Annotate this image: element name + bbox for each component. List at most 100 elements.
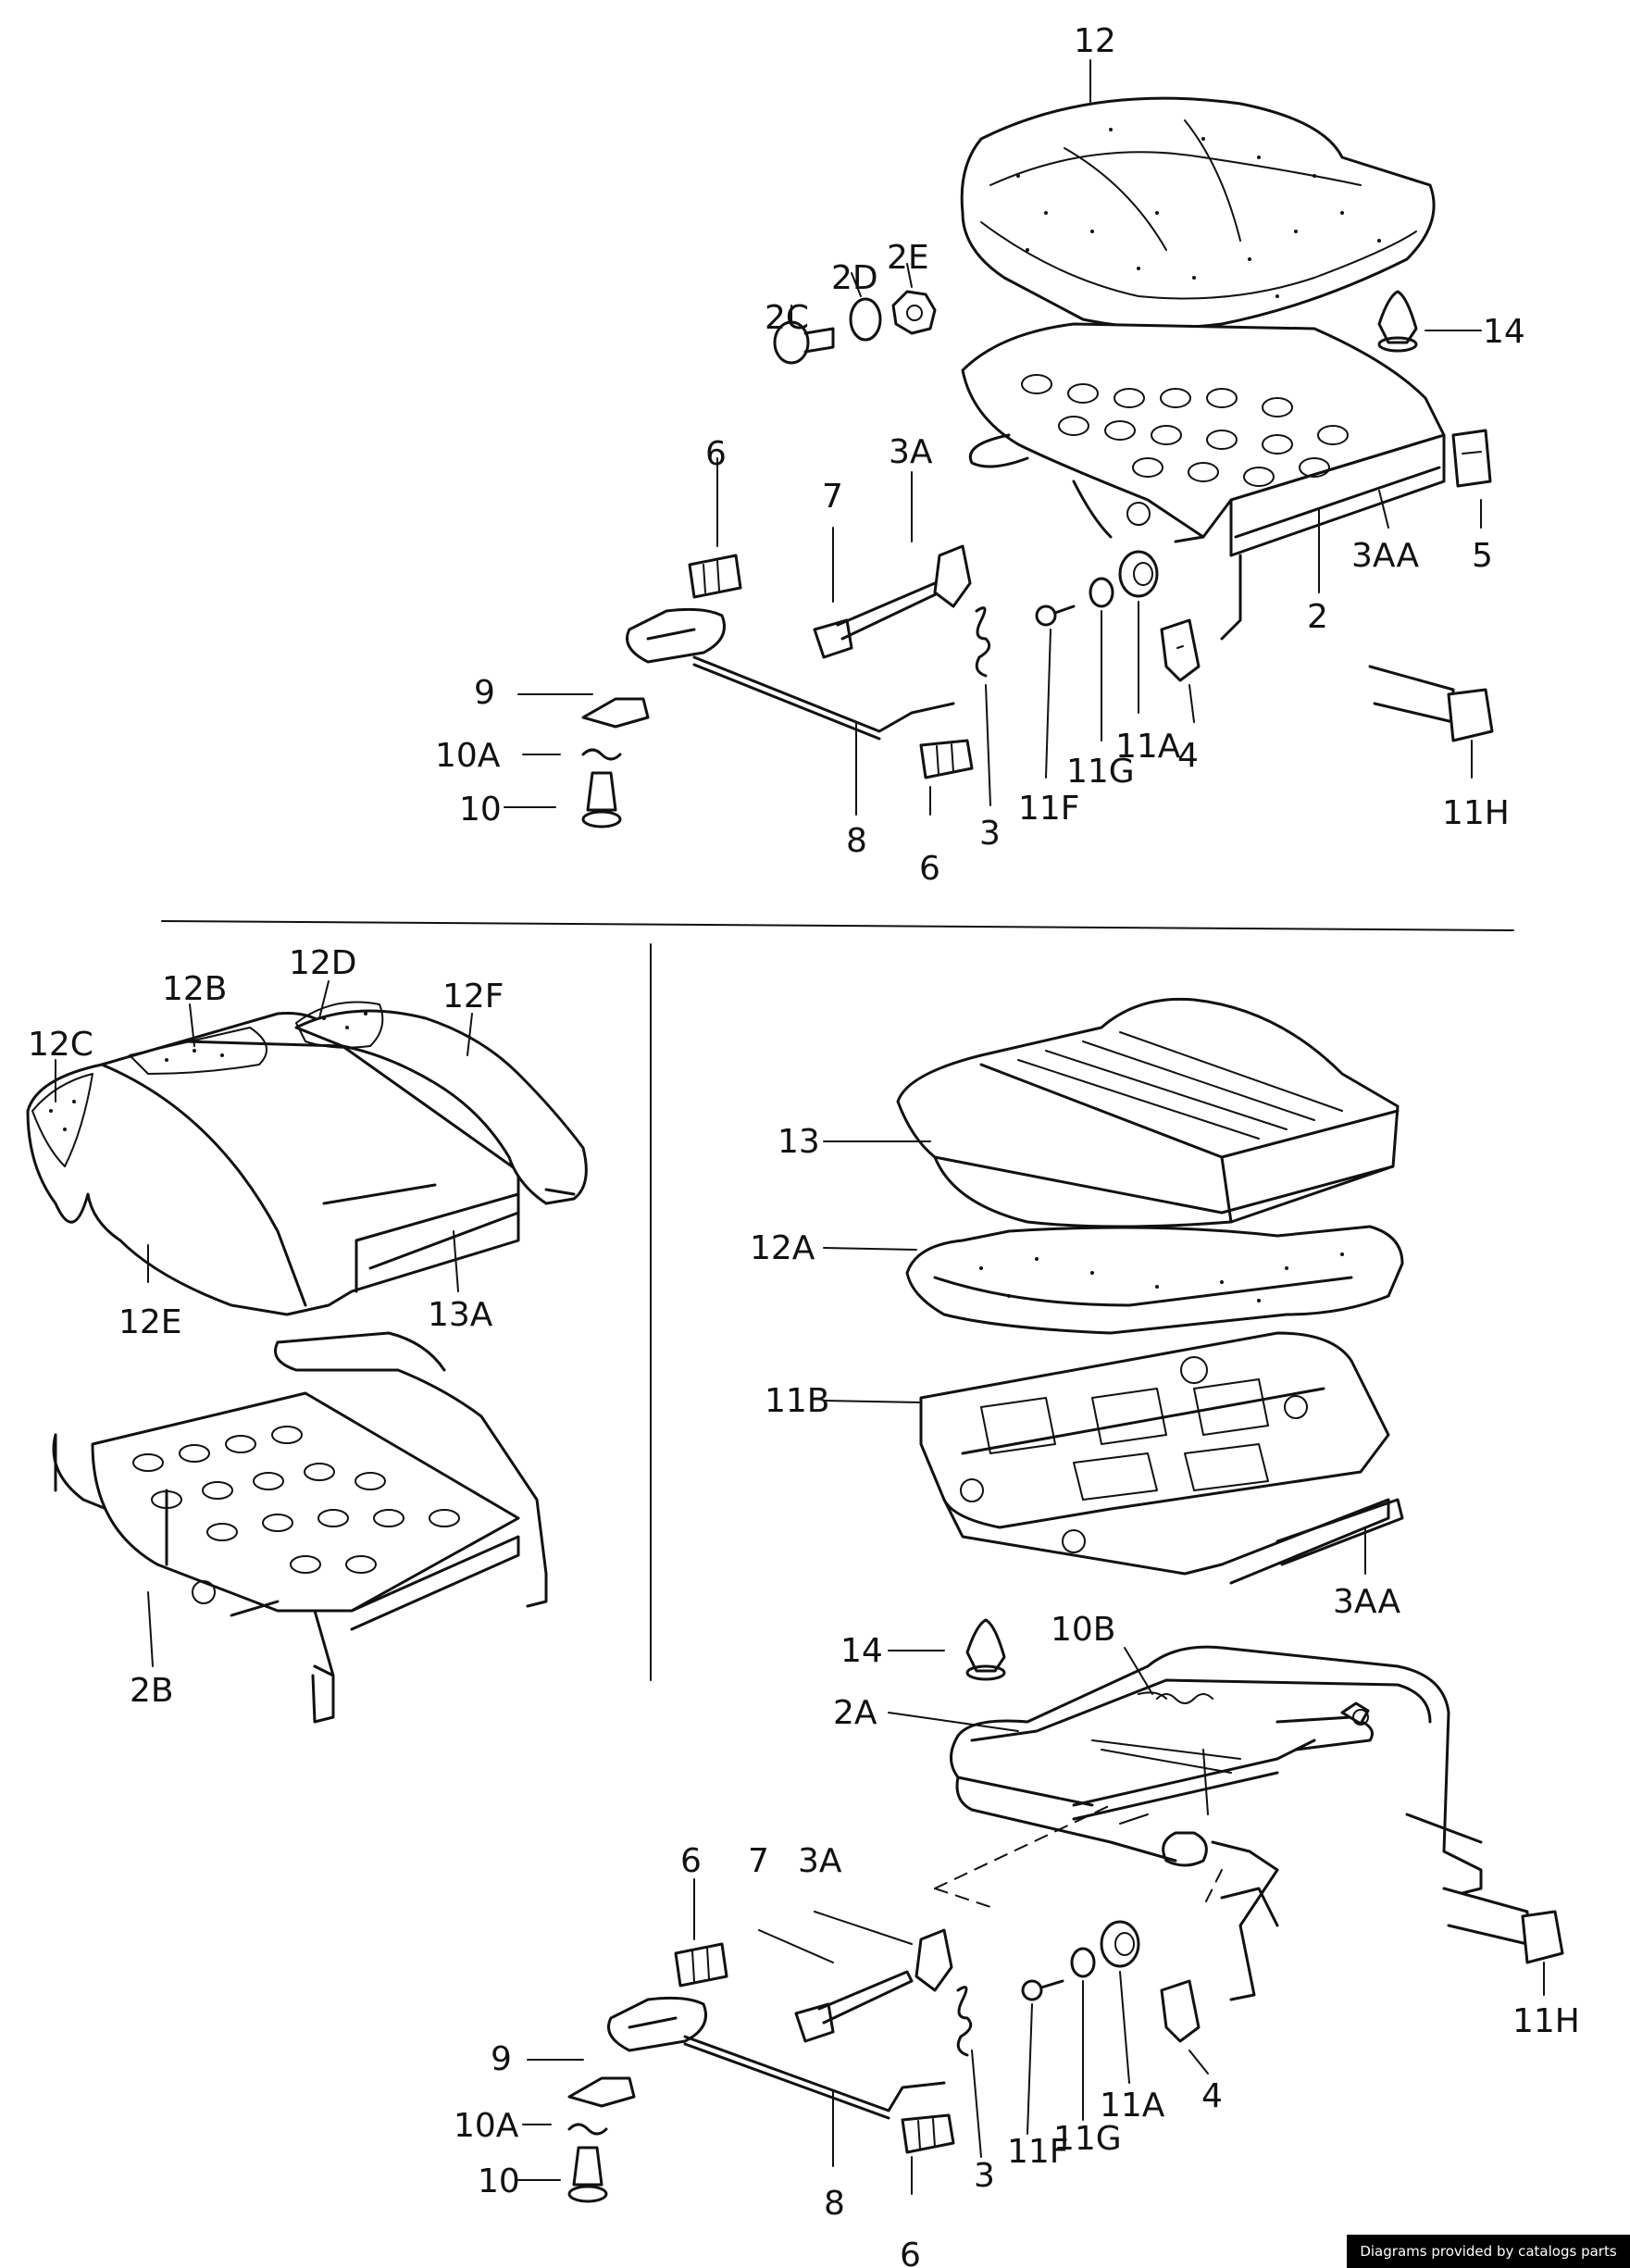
- callout-top-3AA: 3AA: [1351, 537, 1420, 575]
- seat-pan-frame-2: [961, 322, 1446, 641]
- callout-top-2D: 2D: [831, 259, 878, 297]
- callout-bot-6b: 6: [900, 2237, 921, 2268]
- guide-5: [1451, 429, 1492, 488]
- clip-14-lower: [965, 1618, 1006, 1681]
- callout-bot-14: 14: [840, 1632, 883, 1670]
- screw-11F-lower: [1021, 1979, 1064, 2001]
- callout-bot-7: 7: [748, 1842, 769, 1880]
- top-callout-leaders: [504, 59, 1482, 816]
- cushion-12A: [905, 1225, 1404, 1335]
- bushing-6-lower: [919, 739, 974, 779]
- callout-bot-11G: 11G: [1053, 2120, 1122, 2158]
- nut-2E: [891, 290, 937, 335]
- seat-frame-11B: [919, 1331, 1404, 1585]
- bracket-9-lower: [567, 2076, 636, 2108]
- seat-frame-2B: [52, 1331, 548, 1724]
- callout-left-12D: 12D: [289, 944, 357, 982]
- seat-cushion-12: [960, 96, 1436, 330]
- bushing-11A-lower: [1100, 1920, 1140, 1968]
- callout-bot-9: 9: [491, 2040, 512, 2078]
- bolt-7-lower: [794, 1970, 914, 2043]
- callout-left-2B: 2B: [130, 1672, 174, 1710]
- diagram-source-watermark: Diagrams provided by catalogs parts: [1347, 2235, 1630, 2268]
- callout-top-11H: 11H: [1442, 794, 1510, 832]
- cover-textured-patches: [31, 1001, 384, 1167]
- clip-14: [1377, 290, 1418, 353]
- callout-bot-6a: 6: [680, 1842, 702, 1880]
- right-seat-variant: [823, 997, 1404, 1585]
- seat-cover-12E-13A: [26, 1009, 588, 1316]
- release-lever-handle-lower: [607, 1996, 707, 2052]
- callout-top-9: 9: [474, 674, 495, 712]
- callout-top-11F: 11F: [1018, 790, 1080, 828]
- washer-10A: [581, 748, 622, 761]
- washer-11G: [1089, 577, 1114, 608]
- screw-11F: [1035, 604, 1076, 627]
- callout-top-11A: 11A: [1115, 728, 1181, 766]
- seat-cover-13: [896, 997, 1400, 1228]
- callout-left-12F: 12F: [442, 978, 504, 1016]
- callout-top-14: 14: [1483, 313, 1525, 351]
- callout-bot-4: 4: [1201, 2077, 1223, 2115]
- callout-top-3: 3: [979, 815, 1001, 853]
- washer-10A-lower: [567, 2123, 608, 2136]
- rod-8: [692, 655, 955, 741]
- callout-top-10A: 10A: [435, 737, 501, 775]
- callout-top-4: 4: [1177, 737, 1199, 775]
- callout-bot-2A: 2A: [833, 1694, 877, 1732]
- callout-bot-11H: 11H: [1512, 2002, 1580, 2040]
- callout-bot-3: 3: [974, 2157, 995, 2195]
- callout-bot-11F: 11F: [1007, 2133, 1069, 2171]
- washer-11G-lower: [1070, 1947, 1096, 1978]
- left-seat-variant: [26, 980, 588, 1724]
- callout-bot-10A: 10A: [454, 2107, 519, 2145]
- callout-top-12: 12: [1074, 22, 1116, 60]
- bracket-3A: [933, 544, 972, 608]
- rod-8-lower: [683, 2035, 946, 2120]
- callout-right-11B: 11B: [765, 1382, 830, 1420]
- spring-3-lower: [956, 1986, 973, 2057]
- callout-right-3AA: 3AA: [1333, 1583, 1401, 1621]
- dashed-alignment-lines: [934, 1804, 1223, 1908]
- rail-cover-11H: [1368, 665, 1494, 742]
- screw-10-lower: [567, 2146, 608, 2203]
- callout-top-5: 5: [1472, 537, 1493, 575]
- lever-spring-10B: [1156, 1693, 1213, 1704]
- callout-labels: 12 14 2C 2D 2E 6 7 3A 3AA 5 2 9 10A 10 8…: [28, 22, 1580, 2268]
- callout-top-2: 2: [1307, 598, 1328, 636]
- bushing-6-lower-b: [901, 2113, 955, 2154]
- lock-washer-2D: [849, 297, 882, 342]
- right-callout-leaders: [823, 1140, 1366, 1575]
- bottom-frame-assembly: [517, 1618, 1564, 2203]
- callout-right-12A: 12A: [750, 1229, 815, 1267]
- rail-cover-11H-lower: [1442, 1887, 1564, 1964]
- top-seat-assembly: [504, 59, 1494, 829]
- callout-left-12E: 12E: [118, 1303, 182, 1341]
- callout-bot-11A: 11A: [1100, 2087, 1165, 2125]
- cushion-speckle-texture: [1016, 128, 1381, 298]
- bracket-3A-lower: [915, 1928, 953, 1992]
- callout-top-6b: 6: [919, 850, 940, 888]
- callout-top-7: 7: [822, 478, 843, 516]
- horizontal-divider: [161, 920, 1514, 931]
- bottom-callout-leaders: [517, 1647, 1545, 2195]
- bushing-6-upper: [688, 554, 742, 599]
- spring-3: [975, 606, 991, 678]
- callout-bot-8: 8: [824, 2185, 845, 2223]
- screw-10: [581, 771, 622, 829]
- bushing-6-lower-a: [674, 1942, 728, 1988]
- seat-frame-2A: [950, 1645, 1483, 2001]
- bushing-11A: [1118, 550, 1159, 598]
- callout-top-10: 10: [459, 791, 502, 829]
- callout-bot-10: 10: [478, 2162, 520, 2200]
- callout-left-13A: 13A: [428, 1296, 493, 1334]
- callout-top-6a: 6: [705, 435, 727, 473]
- release-lever-handle: [626, 607, 726, 664]
- callout-top-3A: 3A: [889, 433, 933, 471]
- bracket-9: [581, 697, 650, 729]
- callout-top-2E: 2E: [887, 239, 929, 277]
- clip-4: [1160, 618, 1201, 682]
- callout-left-12B: 12B: [162, 970, 228, 1008]
- callout-right-13: 13: [778, 1123, 820, 1161]
